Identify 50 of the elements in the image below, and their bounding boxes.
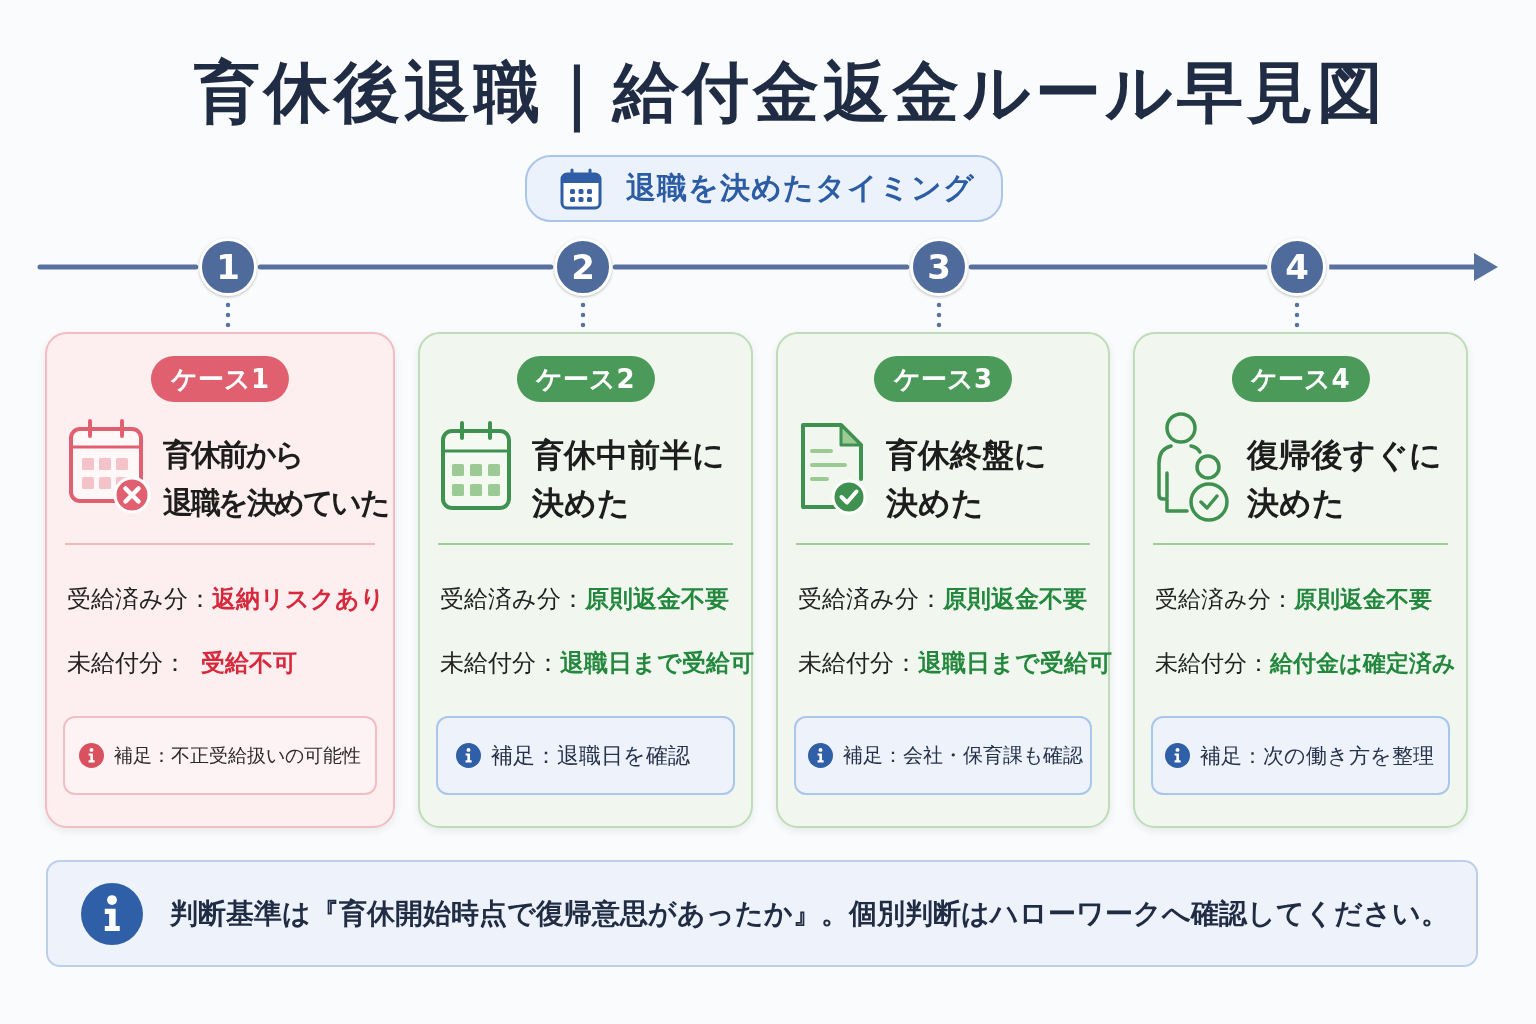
row-label: 受給済み分： [440, 585, 585, 613]
case-heading: 育休終盤に決めた [886, 435, 1047, 524]
note-text: 補足：不正受給扱いの可能性 [114, 742, 361, 768]
row-value: 退職日まで受給可 [918, 649, 1112, 677]
case-card [776, 332, 1110, 828]
row-value: 給付金は確定済み [1270, 650, 1456, 676]
row-label: 受給済み分： [798, 585, 943, 613]
case-badge: ケース4 [1231, 356, 1370, 402]
row-value: 原則返金不要 [1294, 586, 1432, 612]
row-value: 原則返金不要 [943, 585, 1087, 613]
note-text: 補足：会社・保育課も確認 [843, 742, 1083, 769]
info-text: 判断基準は『育休開始時点で復帰意思があったか』。個別判断はハローワークへ確認してください。 [170, 895, 1449, 931]
title: 育休後退職｜給付金返金ルール早見図 [193, 53, 1387, 135]
row-label: 未給付分： [798, 649, 918, 677]
case-heading: 復帰後すぐに決めた [1247, 435, 1442, 524]
note-box [1151, 716, 1450, 795]
note-text: 補足：次の働き方を整理 [1200, 742, 1434, 770]
number-circle: 3 [910, 238, 968, 296]
case-card [1133, 332, 1468, 828]
timeline-line [612, 264, 910, 270]
case-badge: ケース2 [516, 356, 655, 402]
timeline-line [968, 264, 1268, 270]
timing-label: 退職を決めたタイミング [626, 169, 975, 207]
row-value: 退職日まで受給可 [560, 649, 754, 677]
number-circle: 4 [1268, 238, 1326, 296]
case-badge: ケース1 [150, 356, 290, 402]
info-box [46, 860, 1478, 967]
case-card [418, 332, 753, 828]
row-label: 受給済み分： [67, 585, 212, 613]
timeline-line [257, 264, 554, 270]
timeline-arrow [1329, 253, 1498, 281]
number-circle: 2 [554, 238, 612, 296]
case-badge: ケース3 [873, 356, 1013, 402]
row-value: 返納リスクあり [212, 585, 385, 613]
case-heading: 育休中前半に決めた [532, 435, 725, 524]
note-box [63, 716, 377, 795]
row-value: 原則返金不要 [585, 585, 729, 613]
number-circle: 1 [199, 238, 257, 296]
note-box [436, 716, 735, 795]
case-heading: 育休前から退職を決めていた [163, 436, 388, 522]
timeline-line [37, 264, 199, 270]
row-label: 未給付分： [1155, 650, 1270, 676]
timing-pill [525, 155, 1003, 222]
note-box [794, 716, 1092, 795]
row-label: 受給済み分： [1155, 586, 1294, 612]
row-value: 受給不可 [201, 649, 297, 677]
row-label: 未給付分： [67, 649, 187, 677]
case-card [45, 332, 395, 828]
row-label: 未給付分： [440, 649, 560, 677]
note-text: 補足：退職日を確認 [491, 741, 690, 770]
